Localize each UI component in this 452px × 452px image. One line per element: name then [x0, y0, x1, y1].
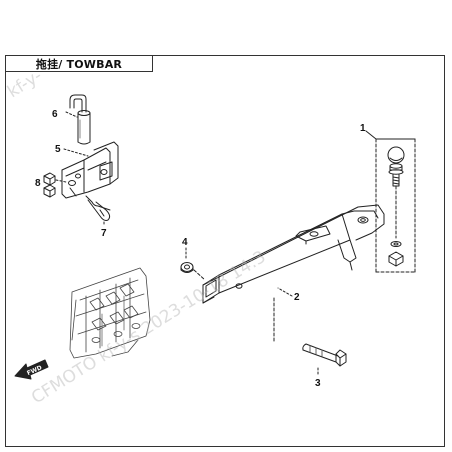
diagram-title: 拖挂/ TOWBAR: [35, 57, 123, 71]
title-box: 拖挂/ TOWBAR: [5, 55, 153, 72]
drawbar-part-2: [202, 204, 385, 304]
callout-5: 5: [55, 144, 61, 155]
bolt-part-3: [302, 343, 347, 367]
hitch-ball-part-1: [365, 130, 416, 273]
spring-clip-part-7: [85, 195, 111, 221]
forward-arrow-icon: [14, 359, 49, 380]
leader-6: [65, 111, 78, 118]
receiver-bracket-part-5: [61, 141, 119, 199]
callout-2: 2: [294, 292, 300, 303]
callout-6: 6: [52, 109, 58, 120]
callout-1: 1: [360, 123, 366, 134]
vehicle-frame: [69, 267, 151, 359]
callout-4: 4: [182, 237, 188, 248]
washer-alignment-line: [193, 269, 206, 281]
hitch-pin-part-6: [69, 94, 91, 145]
fwd-label: FWD: [26, 364, 43, 377]
watermark-top-left: kf-y-: [4, 66, 46, 102]
diagram-frame: [5, 55, 445, 447]
watermark-diagonal: CFMOTO kf-y-s 2023-10-18 14:3: [28, 247, 269, 408]
washer-part-4: [180, 262, 194, 273]
leader-5: [63, 148, 89, 157]
callout-7: 7: [101, 228, 107, 239]
bolt-part-8: [43, 172, 56, 198]
callout-3: 3: [315, 378, 321, 389]
callout-8: 8: [35, 178, 41, 189]
leader-8: [55, 179, 67, 183]
leader-2: [277, 287, 293, 297]
